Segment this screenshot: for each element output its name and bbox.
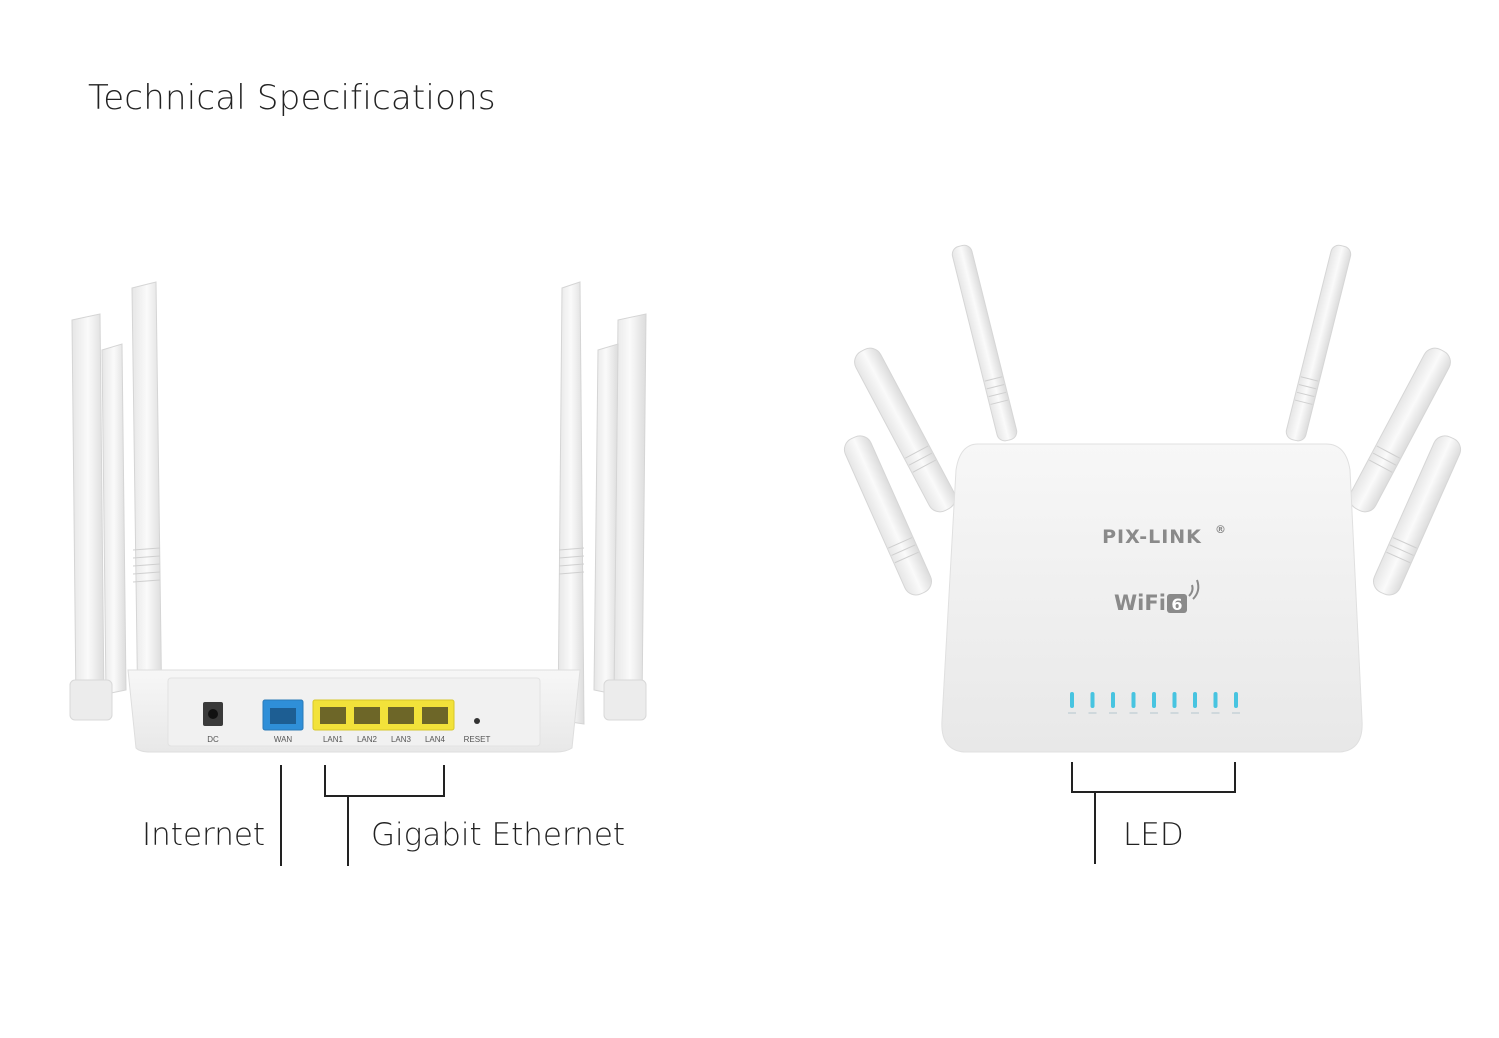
reset-hole [474, 718, 480, 724]
wifi6-badge [1167, 594, 1187, 613]
lan-ports [312, 699, 455, 731]
back-antennas-left [69, 281, 163, 725]
callout-lines-front [1071, 762, 1236, 864]
wifi-logo: WiFi [1114, 591, 1166, 615]
led-indicator [1193, 692, 1197, 708]
callout-gigabit-ethernet: Gigabit Ethernet [371, 817, 626, 853]
port-label-lan3: LAN3 [391, 735, 412, 744]
led-indicator [1111, 692, 1115, 708]
led-indicators [1068, 692, 1240, 714]
front-antennas [843, 244, 1462, 596]
led-caption [1150, 712, 1158, 714]
brand-logo: PIX-LINK [1102, 526, 1202, 548]
led-caption [1068, 712, 1076, 714]
callout-lines-back [280, 765, 445, 866]
port-label-reset: RESET [464, 735, 491, 744]
led-indicator [1070, 692, 1074, 708]
page-title: Technical Specifications [88, 78, 496, 118]
led-indicator [1090, 692, 1095, 708]
led-caption [1129, 712, 1138, 714]
port-label-wan: WAN [274, 735, 293, 744]
back-antennas-right [557, 281, 647, 725]
led-indicator [1152, 692, 1156, 708]
led-caption [1211, 712, 1220, 714]
led-caption [1109, 712, 1117, 714]
led-caption [1232, 712, 1240, 714]
led-indicator [1172, 692, 1177, 708]
led-caption [1191, 712, 1199, 714]
led-caption [1170, 712, 1179, 714]
led-indicator [1234, 692, 1238, 708]
wifi6-number: 6 [1171, 595, 1182, 614]
led-indicator [1213, 692, 1218, 708]
port-label-lan4: LAN4 [425, 735, 446, 744]
led-caption [1088, 712, 1097, 714]
wifi-signal-icon [1188, 579, 1200, 600]
callout-internet: Internet [142, 817, 266, 853]
callout-led: LED [1123, 817, 1184, 853]
port-label-lan2: LAN2 [357, 735, 378, 744]
router-front-body [941, 443, 1363, 753]
brand-registered-mark: ® [1215, 523, 1226, 536]
port-label-lan1: LAN1 [323, 735, 344, 744]
led-indicator [1131, 692, 1136, 708]
port-label-dc: DC [207, 735, 219, 744]
